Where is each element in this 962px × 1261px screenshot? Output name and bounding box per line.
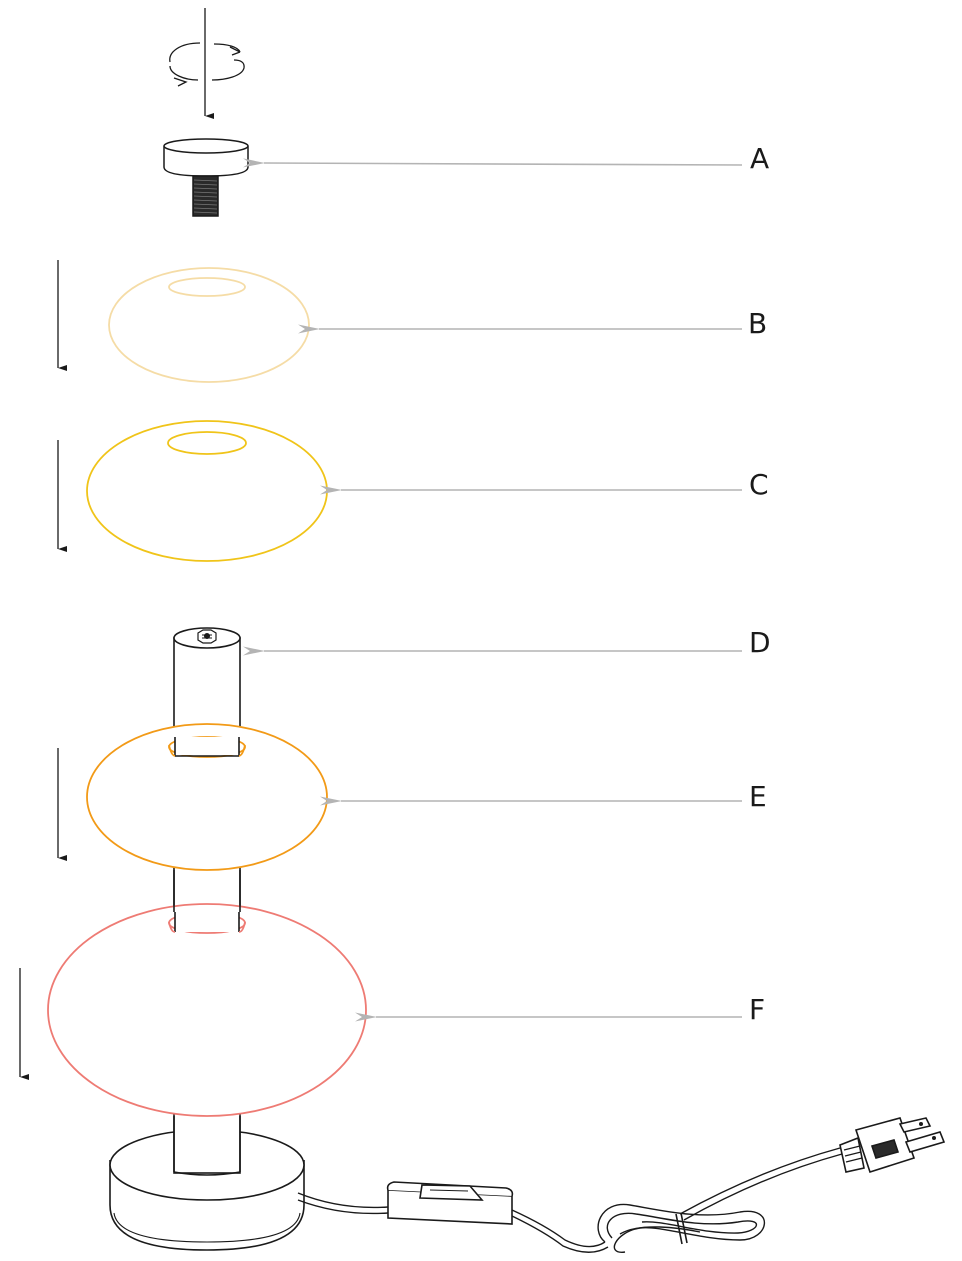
power-cord: [297, 1147, 843, 1253]
leader-lines: [242, 158, 743, 1022]
glass-shade-top: [108, 267, 310, 383]
label-part-e: E: [749, 780, 767, 813]
glass-shade-bottom: [47, 903, 367, 1117]
rotate-arrow-icon: [169, 8, 245, 119]
label-part-b: B: [748, 307, 767, 340]
label-part-d: D: [749, 626, 771, 659]
power-plug-icon: [839, 1117, 946, 1174]
down-arrow-icon: [19, 260, 67, 1080]
label-part-c: C: [749, 468, 769, 501]
glass-shade-upper: [86, 420, 328, 562]
part-labels: A B C D E F: [748, 142, 771, 1026]
rod-visible-segments: [173, 870, 241, 1176]
glass-shade-middle: [86, 723, 328, 871]
top-finial-knob: [163, 138, 249, 217]
inline-switch-icon: [386, 1181, 514, 1225]
label-part-f: F: [749, 993, 765, 1026]
label-part-a: A: [750, 142, 769, 175]
